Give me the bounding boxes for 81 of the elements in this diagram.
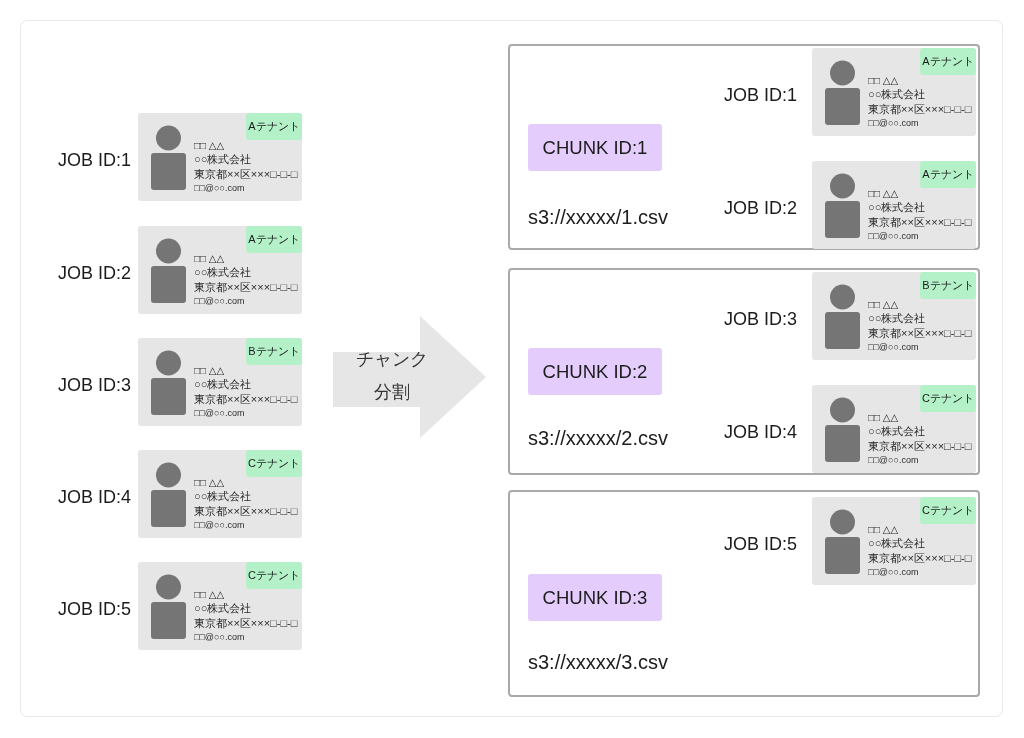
name-text: □□ △△ xyxy=(868,412,899,424)
email-text: □□@○○.com xyxy=(194,408,245,419)
business-card xyxy=(812,497,976,585)
email-text: □□@○○.com xyxy=(868,342,919,353)
name-text: □□ △△ xyxy=(194,365,225,377)
name-text: □□ △△ xyxy=(194,140,225,152)
email-text: □□@○○.com xyxy=(868,118,919,129)
company-text: ○○株式会社 xyxy=(868,537,926,551)
job-id-label: JOB ID:4 xyxy=(724,421,798,443)
chunk-panel xyxy=(508,490,980,697)
address-text: 東京都××区×××□-□-□ xyxy=(868,326,972,341)
job-id-label: JOB ID:1 xyxy=(58,149,132,171)
chunk-id-tag: CHUNK ID:1 xyxy=(528,124,662,171)
tenant-tag: Bテナント xyxy=(920,272,976,299)
name-text: □□ △△ xyxy=(868,299,899,311)
file-path-text: s3://xxxxx/3.csv xyxy=(528,650,669,674)
tenant-tag: Cテナント xyxy=(246,562,302,589)
company-text: ○○株式会社 xyxy=(194,266,252,280)
address-text: 東京都××区×××□-□-□ xyxy=(868,551,972,566)
chunk-panel xyxy=(508,268,980,475)
tenant-tag: Cテナント xyxy=(246,450,302,477)
name-text: □□ △△ xyxy=(194,589,225,601)
tenant-tag: Aテナント xyxy=(246,226,302,253)
name-text: □□ △△ xyxy=(194,477,225,489)
address-text: 東京都××区×××□-□-□ xyxy=(194,392,298,407)
tenant-tag: Aテナント xyxy=(246,113,302,140)
address-text: 東京都××区×××□-□-□ xyxy=(868,439,972,454)
email-text: □□@○○.com xyxy=(868,567,919,578)
company-text: ○○株式会社 xyxy=(194,153,252,167)
tenant-tag: Aテナント xyxy=(920,48,976,75)
address-text: 東京都××区×××□-□-□ xyxy=(194,167,298,182)
business-card xyxy=(138,113,302,201)
name-text: □□ △△ xyxy=(868,75,899,87)
company-text: ○○株式会社 xyxy=(194,602,252,616)
company-text: ○○株式会社 xyxy=(868,425,926,439)
company-text: ○○株式会社 xyxy=(194,490,252,504)
company-text: ○○株式会社 xyxy=(868,88,926,102)
company-text: ○○株式会社 xyxy=(868,201,926,215)
job-id-label: JOB ID:3 xyxy=(724,308,798,330)
address-text: 東京都××区×××□-□-□ xyxy=(194,504,298,519)
name-text: □□ △△ xyxy=(868,524,899,536)
tenant-tag: Cテナント xyxy=(920,497,976,524)
company-text: ○○株式会社 xyxy=(194,378,252,392)
address-text: 東京都××区×××□-□-□ xyxy=(868,215,972,230)
tenant-tag: Aテナント xyxy=(920,161,976,188)
job-id-label: JOB ID:5 xyxy=(724,533,798,555)
file-path-text: s3://xxxxx/2.csv xyxy=(528,426,669,450)
address-text: 東京都××区×××□-□-□ xyxy=(194,616,298,631)
job-id-label: JOB ID:4 xyxy=(58,486,132,508)
name-text: □□ △△ xyxy=(868,188,899,200)
email-text: □□@○○.com xyxy=(194,632,245,643)
business-card xyxy=(138,562,302,650)
block-arrow xyxy=(333,316,486,438)
chunk-id-tag: CHUNK ID:2 xyxy=(528,348,662,395)
email-text: □□@○○.com xyxy=(868,231,919,242)
business-card xyxy=(138,450,302,538)
job-id-label: JOB ID:2 xyxy=(58,262,132,284)
business-card xyxy=(812,272,976,360)
job-id-label: JOB ID:5 xyxy=(58,598,132,620)
business-card xyxy=(138,338,302,426)
email-text: □□@○○.com xyxy=(194,296,245,307)
name-text: □□ △△ xyxy=(194,253,225,265)
tenant-tag: Bテナント xyxy=(246,338,302,365)
job-id-label: JOB ID:2 xyxy=(724,197,798,219)
file-path-text: s3://xxxxx/1.csv xyxy=(528,205,669,229)
email-text: □□@○○.com xyxy=(194,520,245,531)
arrow-label: チャンク分割 xyxy=(355,348,429,404)
company-text: ○○株式会社 xyxy=(868,312,926,326)
job-id-label: JOB ID:1 xyxy=(724,84,798,106)
chunk-panel xyxy=(508,44,980,250)
email-text: □□@○○.com xyxy=(194,183,245,194)
business-card xyxy=(812,161,976,249)
chunk-id-tag: CHUNK ID:3 xyxy=(528,574,662,621)
address-text: 東京都××区×××□-□-□ xyxy=(868,102,972,117)
job-id-label: JOB ID:3 xyxy=(58,374,132,396)
address-text: 東京都××区×××□-□-□ xyxy=(194,280,298,295)
business-card xyxy=(812,385,976,473)
business-card xyxy=(138,226,302,314)
business-card xyxy=(812,48,976,136)
tenant-tag: Cテナント xyxy=(920,385,976,412)
email-text: □□@○○.com xyxy=(868,455,919,466)
